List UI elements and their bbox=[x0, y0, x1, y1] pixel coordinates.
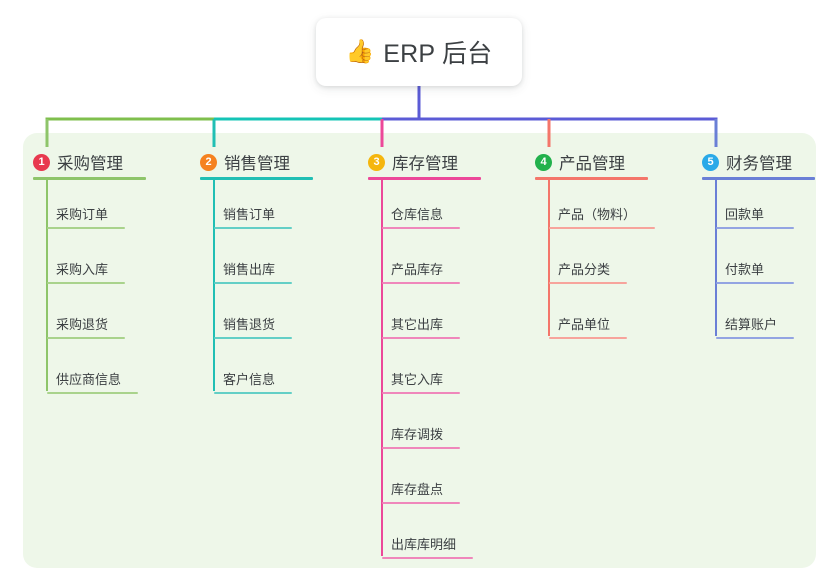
leaf-label: 结算账户 bbox=[725, 317, 778, 332]
leaf-item[interactable]: 产品分类 bbox=[549, 259, 627, 284]
leaf-label: 付款单 bbox=[725, 262, 765, 277]
leaf-item[interactable]: 客户信息 bbox=[214, 369, 292, 394]
column-header-3[interactable]: 3 库存管理 bbox=[368, 150, 458, 174]
column-badge-1: 1 bbox=[33, 153, 50, 171]
column-underline-4 bbox=[535, 177, 648, 180]
leaf-label: 出库库明细 bbox=[391, 537, 457, 552]
leaf-underline bbox=[382, 337, 460, 339]
leaf-underline bbox=[382, 502, 460, 504]
leaf-label: 产品（物料） bbox=[558, 207, 637, 222]
root-node-content: 👍 ERP 后台 bbox=[346, 34, 493, 70]
leaf-item[interactable]: 供应商信息 bbox=[47, 369, 138, 394]
column-title-1: 采购管理 bbox=[57, 155, 123, 173]
leaf-label: 采购订单 bbox=[56, 207, 109, 222]
leaf-underline bbox=[47, 227, 125, 229]
leaf-label: 库存调拨 bbox=[391, 427, 444, 442]
thumbs-up-icon: 👍 bbox=[345, 37, 375, 64]
column-title-5: 财务管理 bbox=[726, 155, 792, 173]
leaf-item[interactable]: 其它出库 bbox=[382, 314, 460, 339]
leaf-underline bbox=[47, 282, 125, 284]
leaf-item[interactable]: 付款单 bbox=[716, 259, 794, 284]
leaf-item[interactable]: 回款单 bbox=[716, 204, 794, 229]
column-header-4[interactable]: 4 产品管理 bbox=[535, 150, 625, 174]
leaf-underline bbox=[549, 282, 627, 284]
leaf-underline bbox=[382, 227, 460, 229]
leaf-label: 客户信息 bbox=[223, 372, 276, 387]
leaf-label: 产品单位 bbox=[558, 317, 611, 332]
root-title: ERP 后台 bbox=[383, 40, 493, 68]
column-underline-1 bbox=[33, 177, 146, 180]
leaf-underline bbox=[382, 282, 460, 284]
column-header-5[interactable]: 5 财务管理 bbox=[702, 150, 792, 174]
leaf-underline bbox=[716, 337, 794, 339]
column-header-2[interactable]: 2 销售管理 bbox=[200, 150, 290, 174]
column-badge-4: 4 bbox=[535, 153, 552, 171]
leaf-label: 产品分类 bbox=[558, 262, 611, 277]
column-underline-2 bbox=[200, 177, 313, 180]
leaf-label: 仓库信息 bbox=[391, 207, 444, 222]
leaf-label: 产品库存 bbox=[391, 262, 444, 277]
leaf-label: 其它入库 bbox=[391, 372, 444, 387]
leaf-label: 销售订单 bbox=[223, 207, 276, 222]
leaf-item[interactable]: 产品单位 bbox=[549, 314, 627, 339]
modules-panel bbox=[23, 133, 816, 568]
leaf-item[interactable]: 采购退货 bbox=[47, 314, 125, 339]
column-title-2: 销售管理 bbox=[224, 155, 290, 173]
leaf-label: 销售出库 bbox=[223, 262, 276, 277]
column-header-1[interactable]: 1 采购管理 bbox=[33, 150, 123, 174]
leaf-label: 库存盘点 bbox=[391, 482, 444, 497]
leaf-label: 供应商信息 bbox=[56, 372, 122, 387]
leaf-label: 回款单 bbox=[725, 207, 765, 222]
leaf-underline bbox=[382, 392, 460, 394]
leaf-label: 采购入库 bbox=[56, 262, 109, 277]
leaf-item[interactable]: 结算账户 bbox=[716, 314, 794, 339]
leaf-item[interactable]: 销售退货 bbox=[214, 314, 292, 339]
leaf-item[interactable]: 销售订单 bbox=[214, 204, 292, 229]
column-badge-2: 2 bbox=[200, 153, 217, 171]
root-node[interactable]: 👍 ERP 后台 bbox=[316, 18, 522, 86]
leaf-item[interactable]: 出库库明细 bbox=[382, 534, 473, 559]
leaf-underline bbox=[214, 392, 292, 394]
leaf-underline bbox=[214, 337, 292, 339]
leaf-underline bbox=[47, 392, 138, 394]
column-title-4: 产品管理 bbox=[559, 155, 625, 173]
leaf-underline bbox=[716, 282, 794, 284]
column-badge-5: 5 bbox=[702, 153, 719, 171]
leaf-underline bbox=[549, 227, 655, 229]
leaf-underline bbox=[214, 227, 292, 229]
leaf-item[interactable]: 其它入库 bbox=[382, 369, 460, 394]
leaf-item[interactable]: 库存盘点 bbox=[382, 479, 460, 504]
leaf-item[interactable]: 产品（物料） bbox=[549, 204, 655, 229]
leaf-underline bbox=[214, 282, 292, 284]
leaf-item[interactable]: 产品库存 bbox=[382, 259, 460, 284]
leaf-item[interactable]: 采购入库 bbox=[47, 259, 125, 284]
leaf-underline bbox=[47, 337, 125, 339]
leaf-underline bbox=[716, 227, 794, 229]
leaf-item[interactable]: 销售出库 bbox=[214, 259, 292, 284]
leaf-label: 其它出库 bbox=[391, 317, 444, 332]
leaf-item[interactable]: 库存调拨 bbox=[382, 424, 460, 449]
leaf-label: 销售退货 bbox=[223, 317, 276, 332]
column-underline-3 bbox=[368, 177, 481, 180]
leaf-item[interactable]: 仓库信息 bbox=[382, 204, 460, 229]
leaf-underline bbox=[549, 337, 627, 339]
column-title-3: 库存管理 bbox=[392, 155, 458, 173]
column-badge-3: 3 bbox=[368, 153, 385, 171]
leaf-item[interactable]: 采购订单 bbox=[47, 204, 125, 229]
leaf-label: 采购退货 bbox=[56, 317, 109, 332]
leaf-underline bbox=[382, 447, 460, 449]
leaf-underline bbox=[382, 557, 473, 559]
column-underline-5 bbox=[702, 177, 815, 180]
